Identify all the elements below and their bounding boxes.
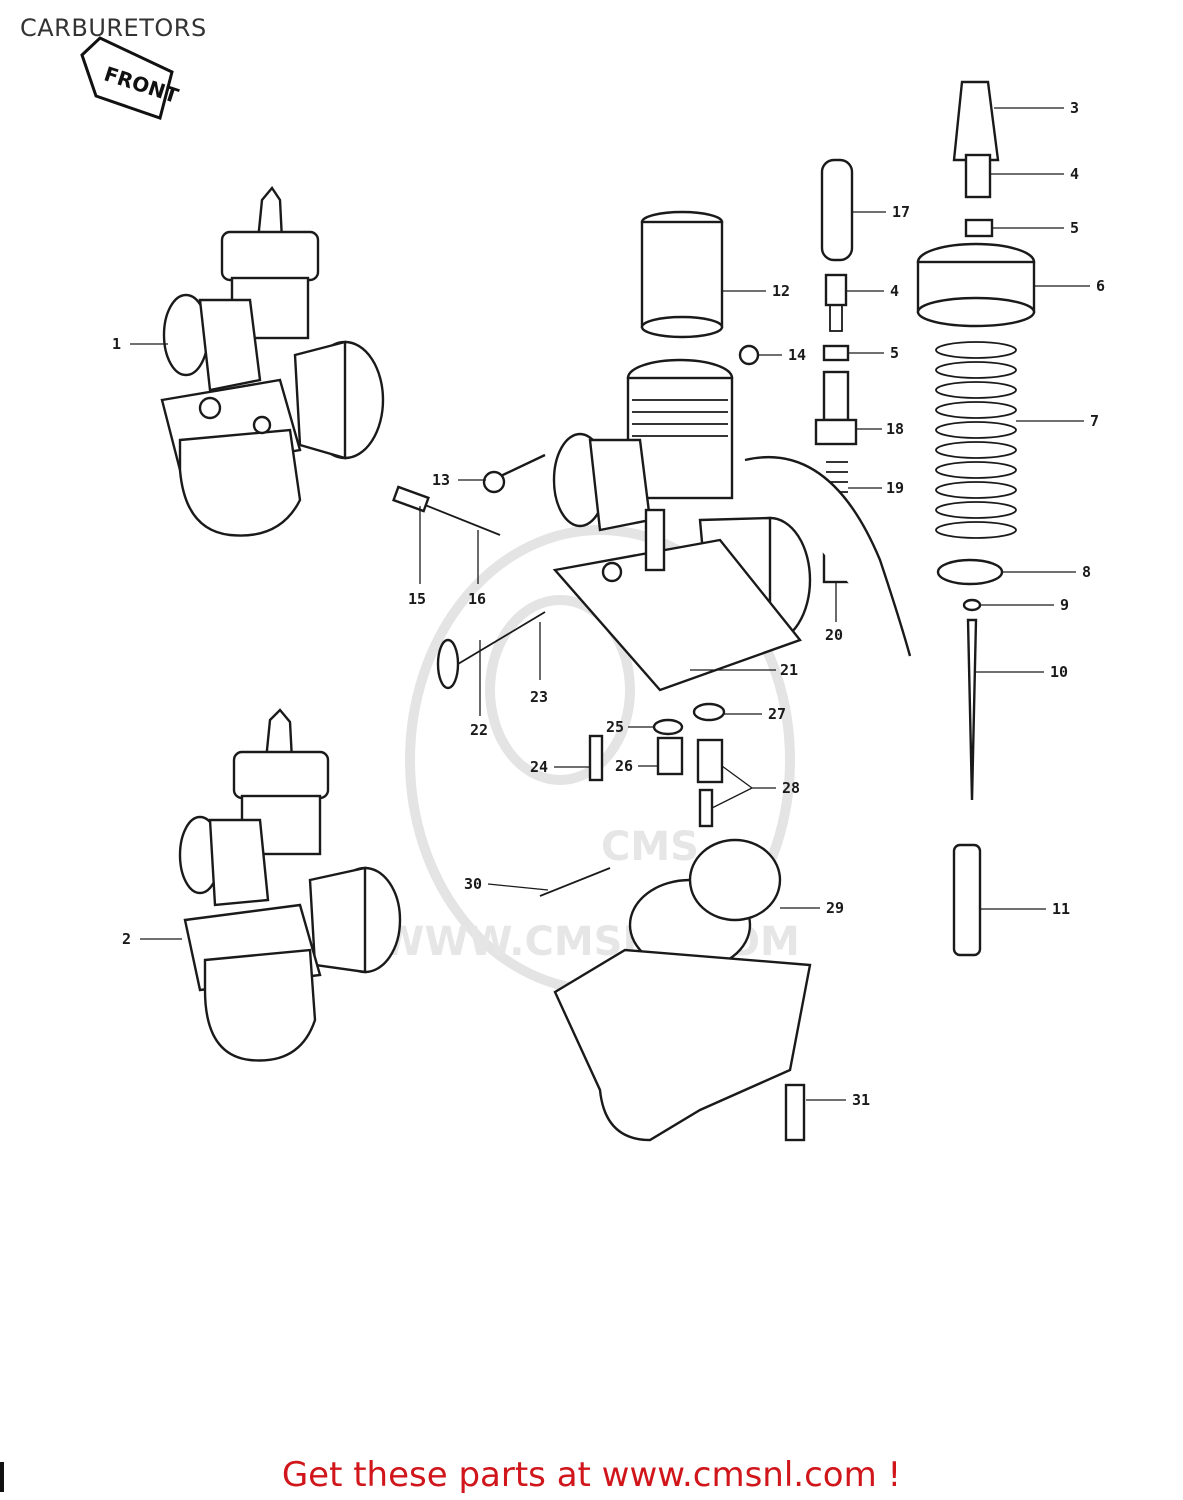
callout-label: 21	[780, 661, 798, 679]
callout-19: 19	[848, 479, 904, 497]
callout-15: 15	[408, 506, 426, 608]
callout-label: 3	[1070, 99, 1079, 117]
callout-23: 23	[530, 622, 548, 706]
callout-label: 17	[892, 203, 910, 221]
callout-label: 26	[615, 757, 633, 775]
callout-9: 9	[980, 596, 1069, 614]
callout-26: 26	[615, 757, 658, 775]
callout-label: 22	[470, 721, 488, 739]
callout-3: 3	[994, 99, 1079, 117]
callout-label: 18	[886, 420, 904, 438]
callout-28: 28	[711, 765, 800, 809]
callout-24: 24	[530, 758, 590, 776]
callout-22: 22	[470, 640, 488, 739]
callout-label: 5	[890, 344, 899, 362]
promo-link[interactable]: Get these parts at www.cmsnl.com !	[281, 1455, 902, 1495]
callout-label: 30	[464, 875, 482, 893]
callout-17: 17	[852, 203, 910, 221]
callout-label: 6	[1096, 277, 1105, 295]
callout-4a: 4	[990, 165, 1079, 183]
callout-label: 2	[122, 930, 131, 948]
callout-label: 4	[890, 282, 899, 300]
callout-label: 28	[782, 779, 800, 797]
callout-label: 8	[1082, 563, 1091, 581]
callout-8: 8	[1002, 563, 1091, 581]
callout-12: 12	[722, 282, 790, 300]
callout-31: 31	[806, 1091, 870, 1109]
callout-label: 20	[825, 626, 843, 644]
callout-label: 12	[772, 282, 790, 300]
callout-label: 15	[408, 590, 426, 608]
callout-label: 4	[1070, 165, 1079, 183]
callout-1: 1	[112, 335, 168, 353]
callout-label: 10	[1050, 663, 1068, 681]
carburetor-body-drawing	[552, 358, 812, 692]
front-arrow-icon: FRONT	[80, 36, 182, 120]
callout-2: 2	[122, 930, 182, 948]
callout-label: 25	[606, 718, 624, 736]
callout-label: 11	[1052, 900, 1070, 918]
callout-label: 1	[112, 335, 121, 353]
watermark-logo-text: CMS	[601, 824, 699, 870]
callout-5a: 5	[992, 219, 1079, 237]
callout-label: 23	[530, 688, 548, 706]
page-title: CARBURETORS	[20, 14, 207, 42]
callout-label: 19	[886, 479, 904, 497]
callout-21: 21	[690, 661, 798, 679]
callout-4b: 4	[846, 282, 899, 300]
callout-label: 31	[852, 1091, 870, 1109]
callout-label: 29	[826, 899, 844, 917]
callout-6: 6	[1034, 277, 1105, 295]
callout-25: 25	[606, 718, 654, 736]
page-edge-mark	[0, 1462, 4, 1492]
callout-label: 14	[788, 346, 806, 364]
callout-27: 27	[724, 705, 786, 723]
exploded-parts-diagram: CMS WWW.CMSNL.COM FRONT	[80, 36, 1105, 1142]
callout-label: 27	[768, 705, 786, 723]
callout-label: 13	[432, 471, 450, 489]
callout-label: 24	[530, 758, 548, 776]
callout-29: 29	[780, 899, 844, 917]
callout-30: 30	[464, 875, 549, 893]
callout-18: 18	[856, 420, 904, 438]
callout-7: 7	[1016, 412, 1099, 430]
callout-5b: 5	[848, 344, 899, 362]
callout-label: 16	[468, 590, 486, 608]
callout-label: 9	[1060, 596, 1069, 614]
spring-icon	[935, 341, 1017, 539]
carburetor-assembly-2-drawing	[178, 708, 402, 1062]
callout-label: 7	[1090, 412, 1099, 430]
small-parts-drawing	[392, 80, 1036, 1142]
callout-10: 10	[974, 663, 1068, 681]
callout-20: 20	[825, 582, 843, 644]
callout-16: 16	[468, 530, 486, 608]
carburetor-assembly-1-drawing	[160, 185, 385, 537]
callout-13: 13	[432, 471, 486, 489]
callout-11: 11	[980, 900, 1070, 918]
callout-label: 5	[1070, 219, 1079, 237]
callout-14: 14	[758, 346, 806, 364]
